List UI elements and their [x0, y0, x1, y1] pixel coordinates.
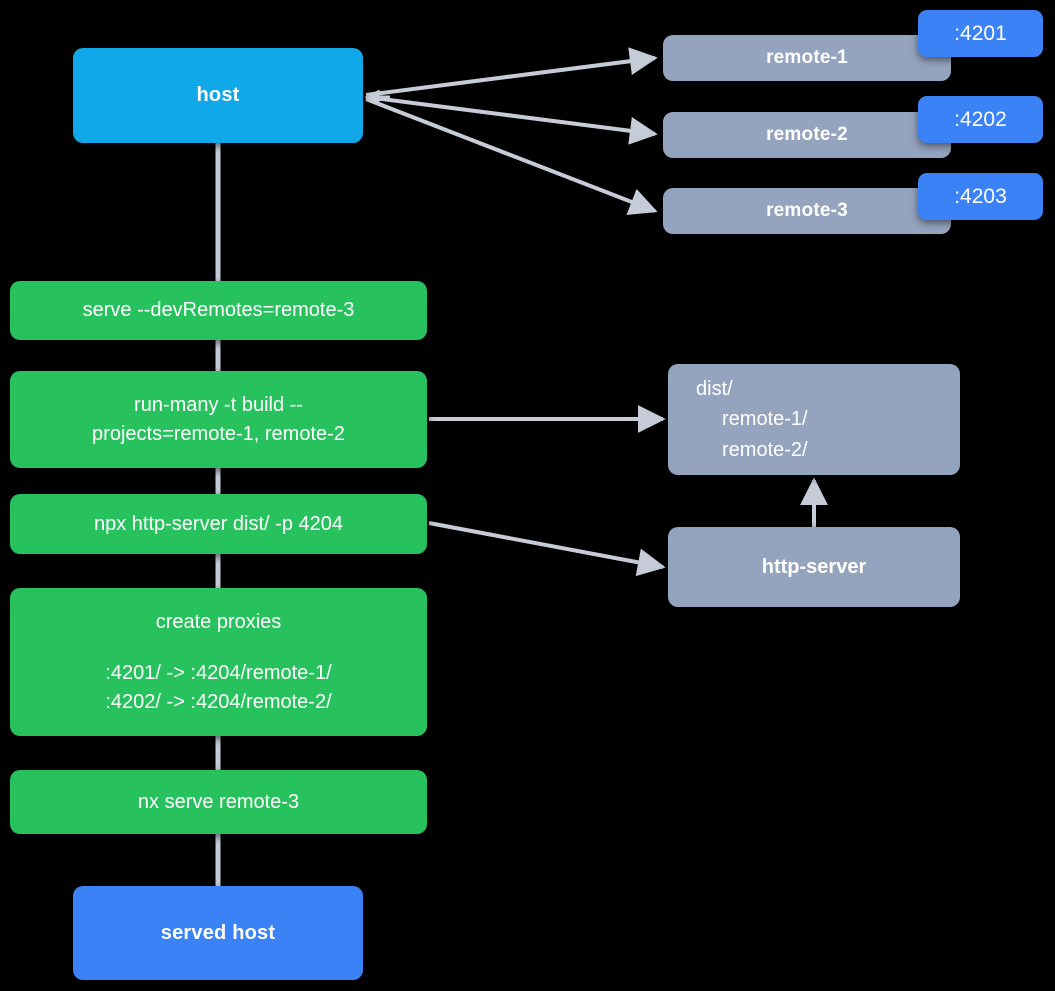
node-remote-3-label: remote-3 — [766, 200, 848, 221]
badge-remote-3-port: :4203 — [918, 173, 1043, 220]
node-served-host-label: served host — [160, 921, 276, 944]
node-http-server-label: http-server — [761, 555, 867, 578]
badge-remote-3-port-label: :4203 — [954, 184, 1007, 208]
node-remote-2[interactable]: remote-2 — [663, 112, 951, 158]
badge-remote-2-port: :4202 — [918, 96, 1043, 143]
node-cmd-npx-http-server[interactable]: npx http-server dist/ -p 4204 — [10, 494, 427, 554]
node-cmd-npx-http-server-label: npx http-server dist/ -p 4204 — [93, 512, 343, 535]
node-cmd-nx-serve-remote-3[interactable]: nx serve remote-3 — [10, 770, 427, 834]
edge-host-to-remote-3 — [365, 97, 658, 215]
node-remote-3[interactable]: remote-3 — [663, 188, 951, 234]
edge-host-to-remote-1 — [365, 47, 658, 97]
node-http-server[interactable]: http-server — [668, 527, 960, 607]
node-cmd-serve[interactable]: serve --devRemotes=remote-3 — [10, 281, 427, 340]
edge-host-to-remote-2 — [365, 95, 658, 145]
node-cmd-create-proxies[interactable]: create proxies :4201/ -> :4204/remote-1/… — [10, 588, 427, 736]
badge-remote-1-port-label: :4201 — [954, 21, 1007, 45]
node-cmd-run-many[interactable]: run-many -t build -- projects=remote-1, … — [10, 371, 427, 468]
node-host[interactable]: host — [73, 48, 363, 143]
node-cmd-nx-serve-remote-3-label: nx serve remote-3 — [137, 790, 300, 813]
node-cmd-create-proxies-line-2: :4202/ -> :4204/remote-2/ — [105, 690, 332, 713]
badge-remote-1-port: :4201 — [918, 10, 1043, 57]
node-dist-folder-line-3: remote-2/ — [722, 438, 808, 461]
node-cmd-run-many-line-2: projects=remote-1, remote-2 — [92, 422, 345, 445]
node-dist-folder[interactable]: dist/ remote-1/ remote-2/ — [668, 364, 960, 475]
badge-remote-2-port-label: :4202 — [954, 107, 1007, 131]
node-cmd-create-proxies-title: create proxies — [155, 610, 282, 633]
edge-cmd-npx-to-http-server — [428, 521, 666, 577]
node-dist-folder-line-1: dist/ — [696, 377, 733, 400]
node-cmd-run-many-line-1: run-many -t build -- — [134, 393, 303, 416]
node-cmd-create-proxies-line-1: :4201/ -> :4204/remote-1/ — [105, 661, 332, 684]
node-remote-2-label: remote-2 — [766, 124, 848, 145]
node-served-host[interactable]: served host — [73, 886, 363, 980]
node-remote-1[interactable]: remote-1 — [663, 35, 951, 81]
node-host-label: host — [196, 84, 240, 106]
node-dist-folder-line-2: remote-1/ — [722, 408, 808, 431]
node-remote-1-label: remote-1 — [766, 47, 848, 68]
node-cmd-serve-label: serve --devRemotes=remote-3 — [82, 299, 355, 321]
